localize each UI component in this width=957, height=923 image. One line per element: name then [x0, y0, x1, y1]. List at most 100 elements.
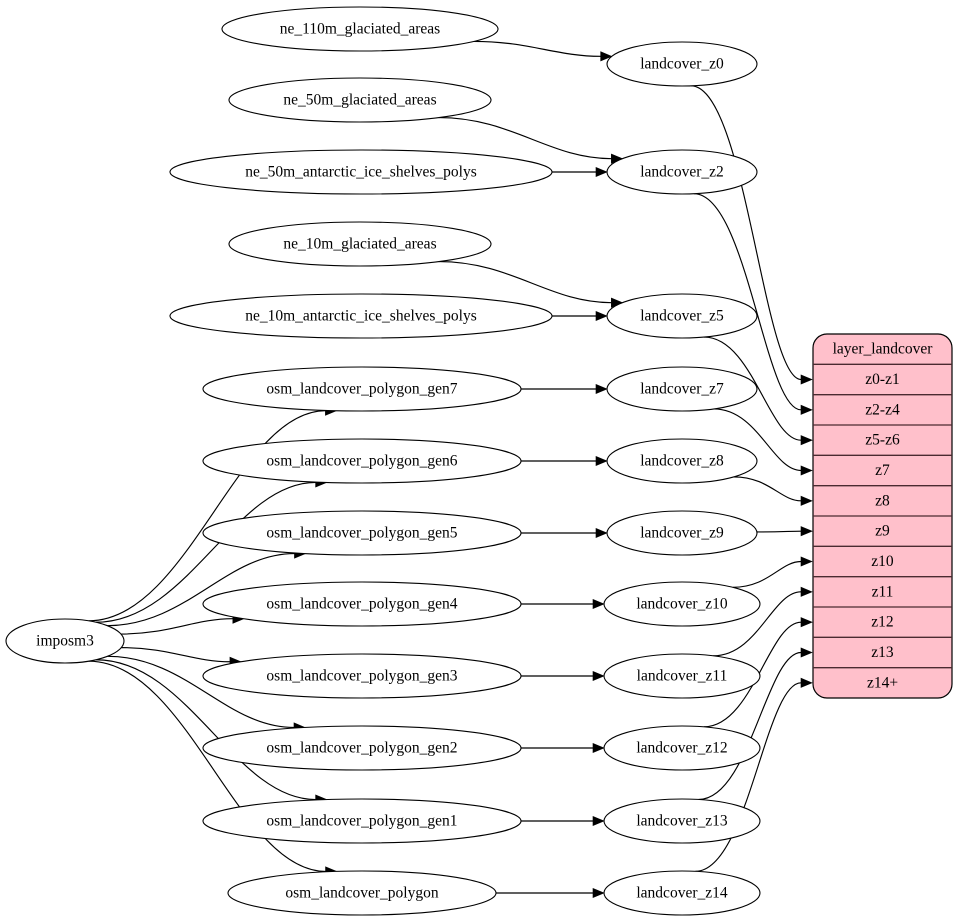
edge-landcover_z7-to-port_z7: [713, 408, 813, 476]
node-imposm3-label: imposm3: [36, 633, 94, 650]
edge-arrowhead: [800, 647, 813, 658]
node-landcover_z7[interactable]: landcover_z7: [606, 366, 758, 412]
node-osm_landcover_polygon_gen4-shape: [202, 581, 522, 627]
node-ne_50m_glaciated_areas-shape: [228, 77, 492, 123]
node-landcover_z13-shape: [603, 798, 761, 844]
node-imposm3[interactable]: imposm3: [5, 618, 125, 664]
edge-landcover_z8-to-port_z8: [733, 476, 813, 506]
edge-osm_landcover_polygon_gen5-to-landcover_z9: [521, 527, 608, 539]
edge-arrowhead: [800, 586, 813, 597]
edge-osm_landcover_polygon_gen3-to-landcover_z11: [520, 670, 605, 682]
edge-line: [95, 659, 316, 801]
edge-line: [474, 40, 601, 57]
node-landcover_z12-shape: [603, 725, 761, 771]
edge-arrowhead: [595, 166, 608, 178]
edge-arrowhead: [800, 435, 813, 446]
record-row-port_z12[interactable]: z12: [813, 607, 952, 637]
edge-line: [107, 552, 295, 627]
record-row-port_z10[interactable]: z10: [813, 546, 952, 576]
node-osm_landcover_polygon_gen2-shape: [202, 725, 522, 771]
record-row-port_z7[interactable]: z7: [813, 455, 952, 485]
edge-landcover_z14-to-port_z14plus: [695, 677, 813, 872]
node-osm_landcover_polygon_gen6[interactable]: osm_landcover_polygon_gen6: [202, 438, 522, 484]
node-osm_landcover_polygon_gen1[interactable]: osm_landcover_polygon_gen1: [202, 798, 522, 844]
edge-line: [732, 560, 802, 588]
edge-landcover_z13-to-port_z13: [698, 647, 813, 801]
edge-line: [88, 410, 326, 622]
node-landcover_z14[interactable]: landcover_z14: [603, 870, 761, 916]
record-row-port_z8[interactable]: z8: [813, 486, 952, 516]
node-landcover_z0-label: landcover_z0: [640, 56, 724, 73]
record-row-label: z10: [871, 553, 894, 570]
edge-osm_landcover_polygon-to-landcover_z14: [495, 887, 605, 899]
node-ne_10m_antarctic_ice_shelves_polys-shape: [169, 293, 553, 339]
record-row-port_z13[interactable]: z13: [813, 637, 952, 667]
record-row-port_z11[interactable]: z11: [813, 577, 952, 607]
edge-landcover_z5-to-port_z5_z6: [704, 336, 813, 446]
record-row-label: z9: [875, 523, 890, 540]
node-osm_landcover_polygon_gen4[interactable]: osm_landcover_polygon_gen4: [202, 581, 522, 627]
node-landcover_z13[interactable]: landcover_z13: [603, 798, 761, 844]
edge-arrowhead: [595, 527, 608, 539]
record-row-port_z0_z1[interactable]: z0-z1: [813, 364, 952, 394]
node-landcover_z0[interactable]: landcover_z0: [606, 41, 758, 87]
edge-line: [438, 261, 612, 304]
node-osm_landcover_polygon_gen7-label: osm_landcover_polygon_gen7: [266, 381, 457, 398]
node-landcover_z9-label: landcover_z9: [640, 525, 724, 542]
edge-arrowhead: [800, 677, 813, 688]
node-osm_landcover_polygon_gen5-shape: [202, 510, 522, 556]
node-landcover_z12[interactable]: landcover_z12: [603, 725, 761, 771]
edge-line: [121, 647, 230, 663]
record-row-label: z8: [875, 492, 890, 509]
edge-arrowhead: [800, 617, 813, 628]
node-landcover_z9[interactable]: landcover_z9: [606, 510, 758, 556]
node-landcover_z8[interactable]: landcover_z8: [606, 438, 758, 484]
record-row-port_z5_z6[interactable]: z5-z6: [813, 425, 952, 455]
node-osm_landcover_polygon_gen3[interactable]: osm_landcover_polygon_gen3: [202, 653, 522, 699]
node-ne_50m_antarctic_ice_shelves_polys[interactable]: ne_50m_antarctic_ice_shelves_polys: [169, 149, 553, 195]
node-osm_landcover_polygon_gen6-label: osm_landcover_polygon_gen6: [266, 453, 457, 470]
node-ne_110m_glaciated_areas[interactable]: ne_110m_glaciated_areas: [221, 6, 499, 52]
record-row-layer_landcover_header[interactable]: layer_landcover: [813, 334, 952, 364]
record-row-label: z7: [875, 462, 890, 479]
node-osm_landcover_polygon_gen2[interactable]: osm_landcover_polygon_gen2: [202, 725, 522, 771]
edge-arrowhead: [595, 455, 608, 467]
record-row-port_z2_z4[interactable]: z2-z4: [813, 395, 952, 425]
node-landcover_z5[interactable]: landcover_z5: [606, 293, 758, 339]
node-ne_50m_glaciated_areas[interactable]: ne_50m_glaciated_areas: [228, 77, 492, 123]
edge-line: [120, 618, 233, 635]
node-layer: imposm3 ne_110m_glaciated_areas ne_50m_gla…: [5, 6, 761, 916]
node-osm_landcover_polygon[interactable]: osm_landcover_polygon: [227, 870, 497, 916]
node-ne_10m_glaciated_areas-label: ne_10m_glaciated_areas: [283, 236, 436, 253]
edge-line: [713, 408, 802, 472]
node-osm_landcover_polygon_gen1-label: osm_landcover_polygon_gen1: [266, 813, 457, 830]
record-row-port_z9[interactable]: z9: [813, 516, 952, 546]
node-landcover_z13-label: landcover_z13: [636, 813, 727, 830]
edge-line: [733, 476, 802, 502]
node-ne_10m_glaciated_areas[interactable]: ne_10m_glaciated_areas: [228, 221, 492, 267]
edge-line: [690, 85, 802, 381]
edge-line: [704, 336, 802, 441]
node-ne_50m_antarctic_ice_shelves_polys-shape: [169, 149, 553, 195]
edge-arrowhead: [592, 742, 605, 754]
node-ne_10m_antarctic_ice_shelves_polys[interactable]: ne_10m_antarctic_ice_shelves_polys: [169, 293, 553, 339]
edge-arrowhead: [595, 383, 608, 395]
node-ne_110m_glaciated_areas-label: ne_110m_glaciated_areas: [280, 21, 440, 38]
edge-line: [107, 655, 294, 729]
node-landcover_z0-shape: [606, 41, 758, 87]
node-osm_landcover_polygon_gen5[interactable]: osm_landcover_polygon_gen5: [202, 510, 522, 556]
edge-arrowhead: [800, 495, 813, 506]
record-row-label: layer_landcover: [833, 341, 934, 358]
node-osm_landcover_polygon_gen7[interactable]: osm_landcover_polygon_gen7: [202, 366, 522, 412]
edge-landcover_z10-to-port_z10: [732, 556, 813, 588]
record-row-label: z0-z1: [865, 371, 899, 388]
edge-arrowhead: [600, 51, 613, 62]
node-landcover_z11[interactable]: landcover_z11: [603, 653, 761, 699]
node-landcover_z2[interactable]: landcover_z2: [606, 149, 758, 195]
edge-osm_landcover_polygon_gen7-to-landcover_z7: [521, 383, 608, 395]
edge-ne_50m_antarctic_ice_shelves_polys-to-landcover_z2: [551, 166, 608, 178]
edge-arrowhead: [800, 556, 813, 567]
node-landcover_z10[interactable]: landcover_z10: [603, 581, 761, 627]
record-row-port_z14plus[interactable]: z14+: [813, 668, 952, 698]
